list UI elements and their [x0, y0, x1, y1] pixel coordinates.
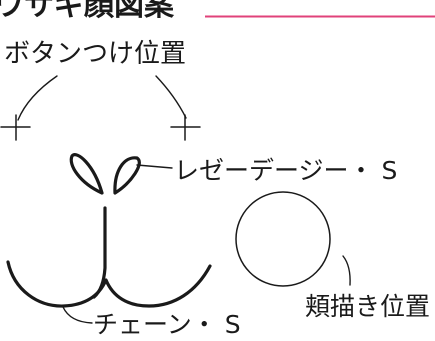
button-marker-right: [170, 114, 201, 141]
cheek-leader: [342, 255, 351, 286]
cheek-circle: [235, 191, 331, 287]
button-marker-left: [0, 114, 31, 141]
lazy-daisy-label: レゼーデージー・ S: [174, 156, 397, 185]
button-leader-right: [155, 75, 187, 119]
cheek-position-label: 頬描き位置: [305, 292, 430, 321]
chain-stitch-leader: [62, 306, 93, 324]
chain-stitch-mouth: [6, 206, 212, 308]
lazy-daisy-left: [69, 153, 104, 195]
button-leader-left: [17, 75, 58, 121]
chain-stitch-label: チェーン・ S: [93, 310, 241, 339]
diagram-title: ウサギ顔図案: [0, 0, 175, 23]
button-position-label: ボタンつけ位置: [4, 39, 186, 69]
lazy-daisy-leader: [136, 164, 173, 169]
lazy-daisy-right: [113, 156, 141, 195]
